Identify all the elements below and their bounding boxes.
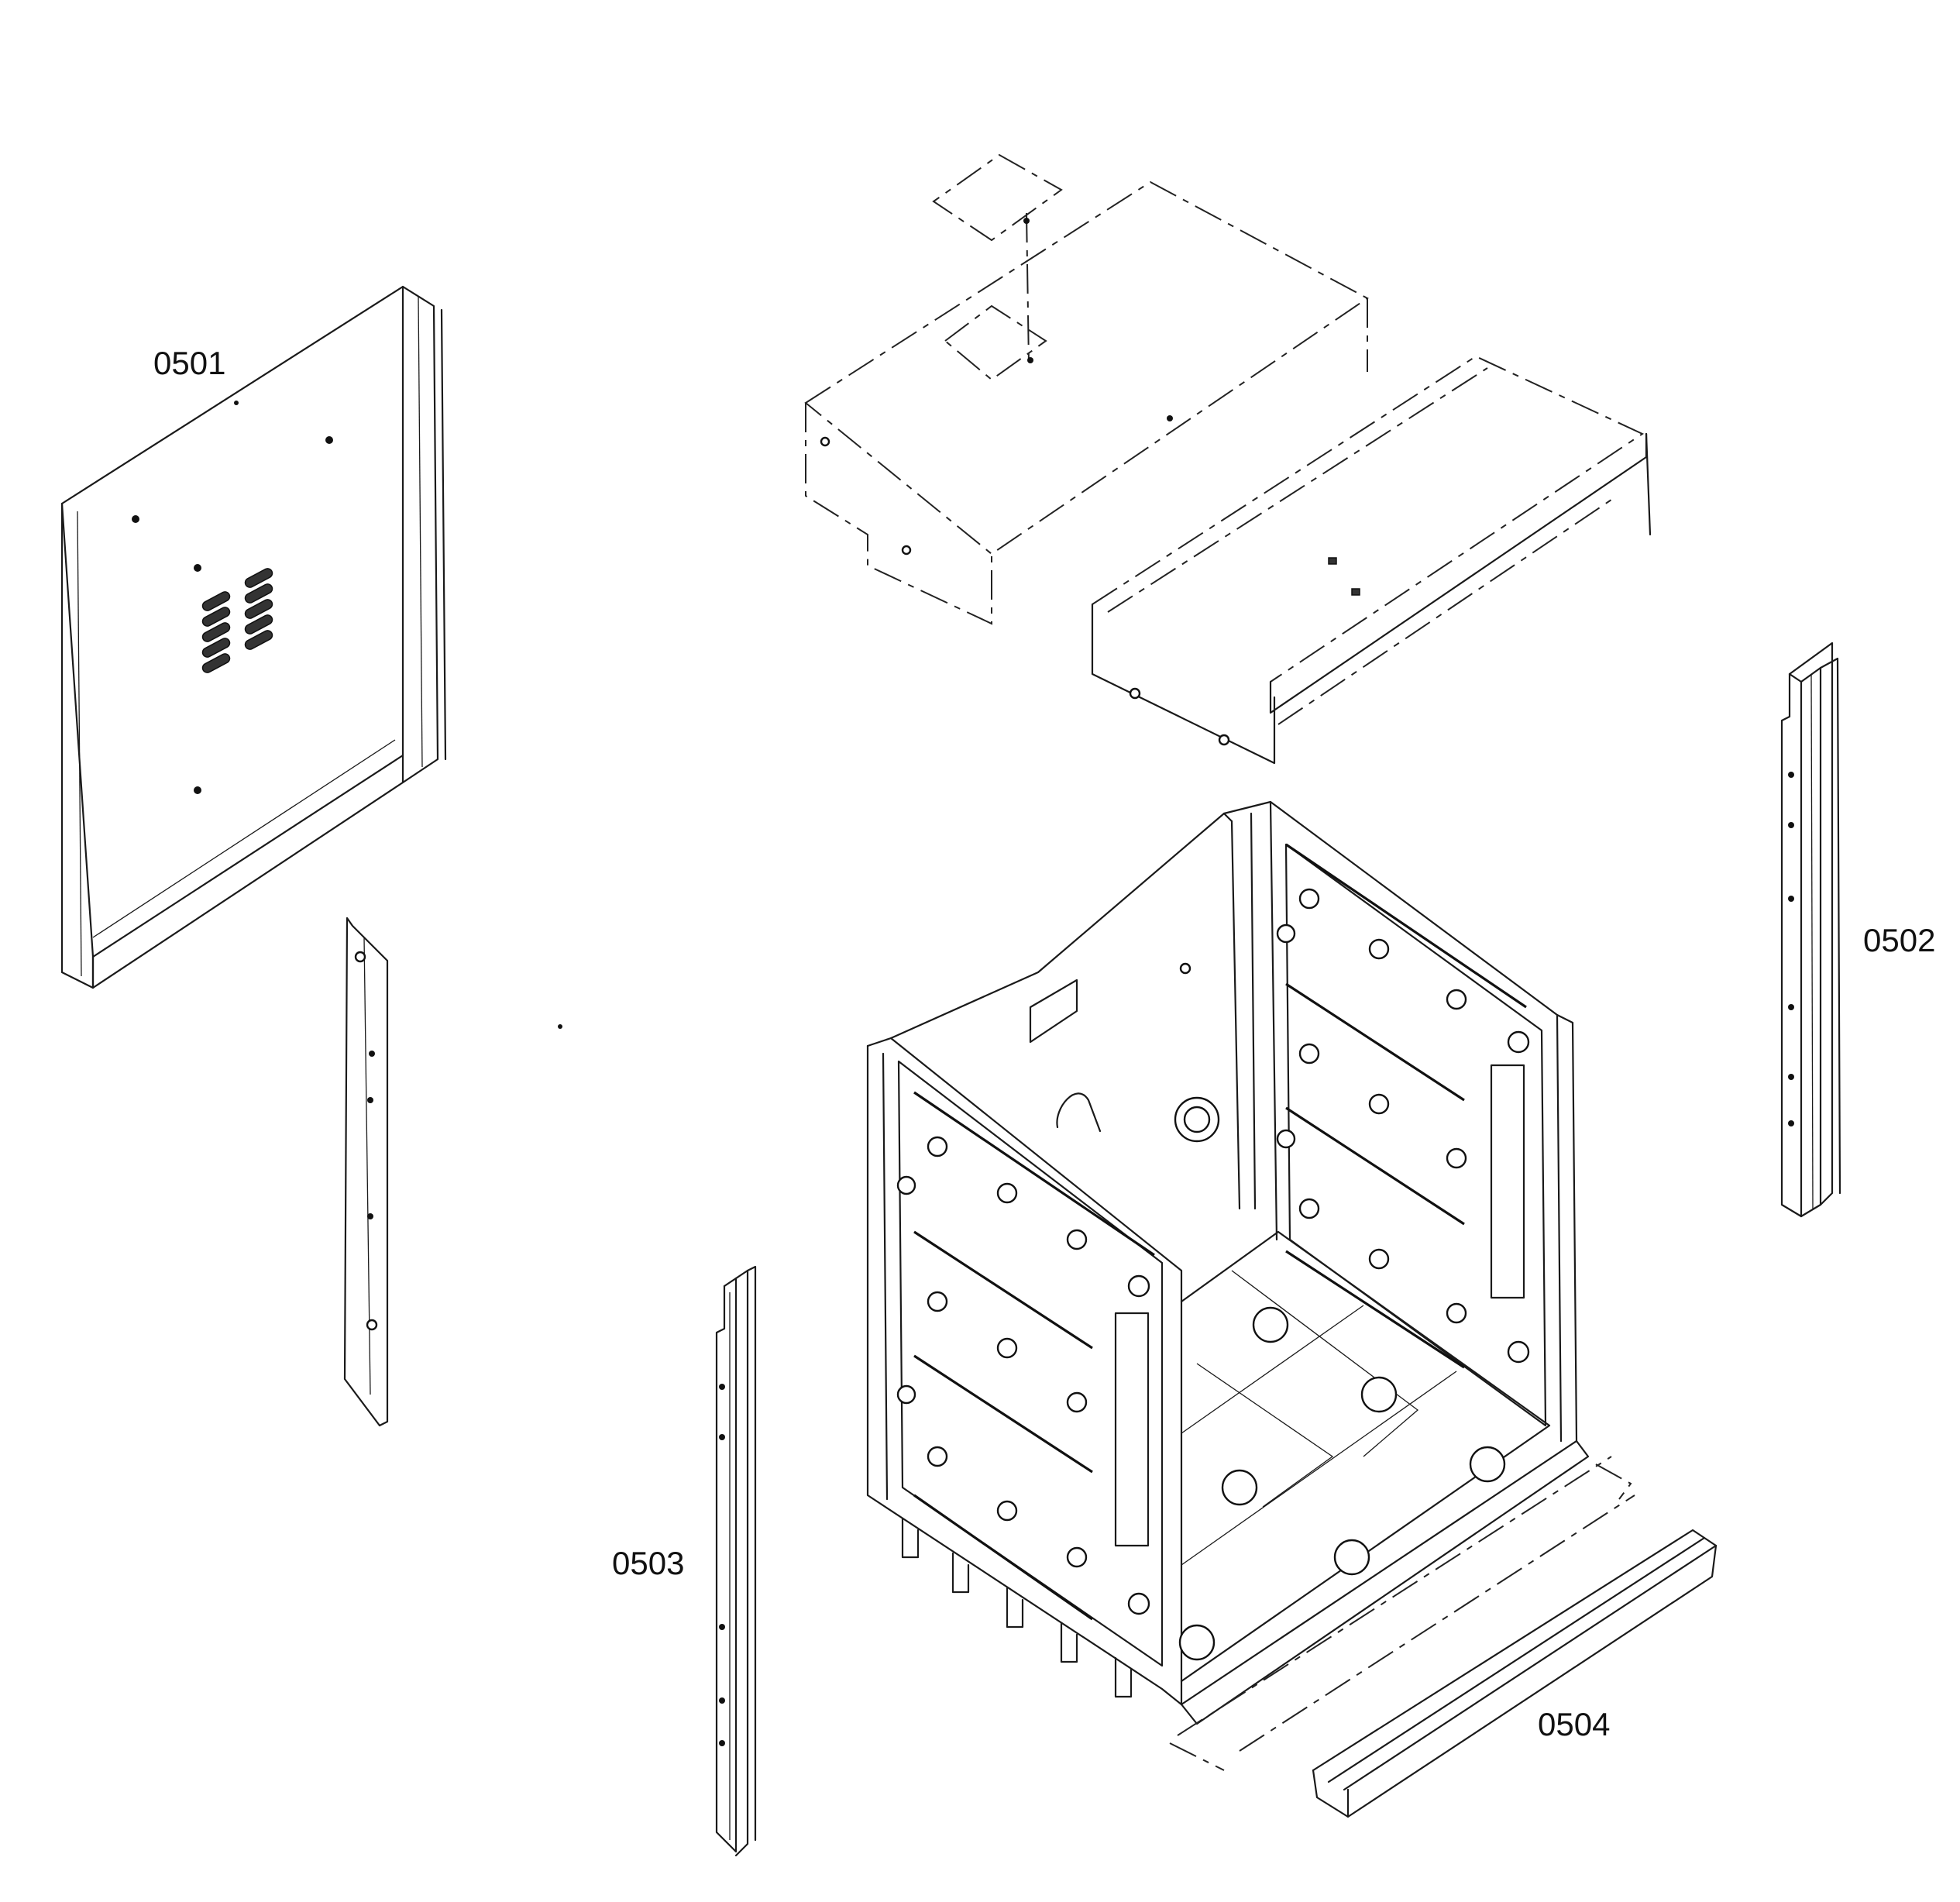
left-rail-part [715, 1265, 757, 1857]
bottom-trim-part [1169, 1463, 1718, 1818]
side-bracket-part [343, 917, 562, 1427]
right-rail-part [1780, 641, 1841, 1218]
vent-slots [201, 568, 273, 673]
oven-cavity-part [866, 800, 1635, 1752]
side-panel-part [60, 285, 447, 989]
part-label-0503: 0503 [612, 1545, 685, 1581]
part-label-0502: 0502 [1863, 922, 1936, 958]
top-cover-part [804, 153, 1369, 625]
part-label-0501: 0501 [153, 345, 226, 381]
rear-cover-part [1091, 355, 1652, 765]
part-label-0504: 0504 [1538, 1706, 1611, 1742]
